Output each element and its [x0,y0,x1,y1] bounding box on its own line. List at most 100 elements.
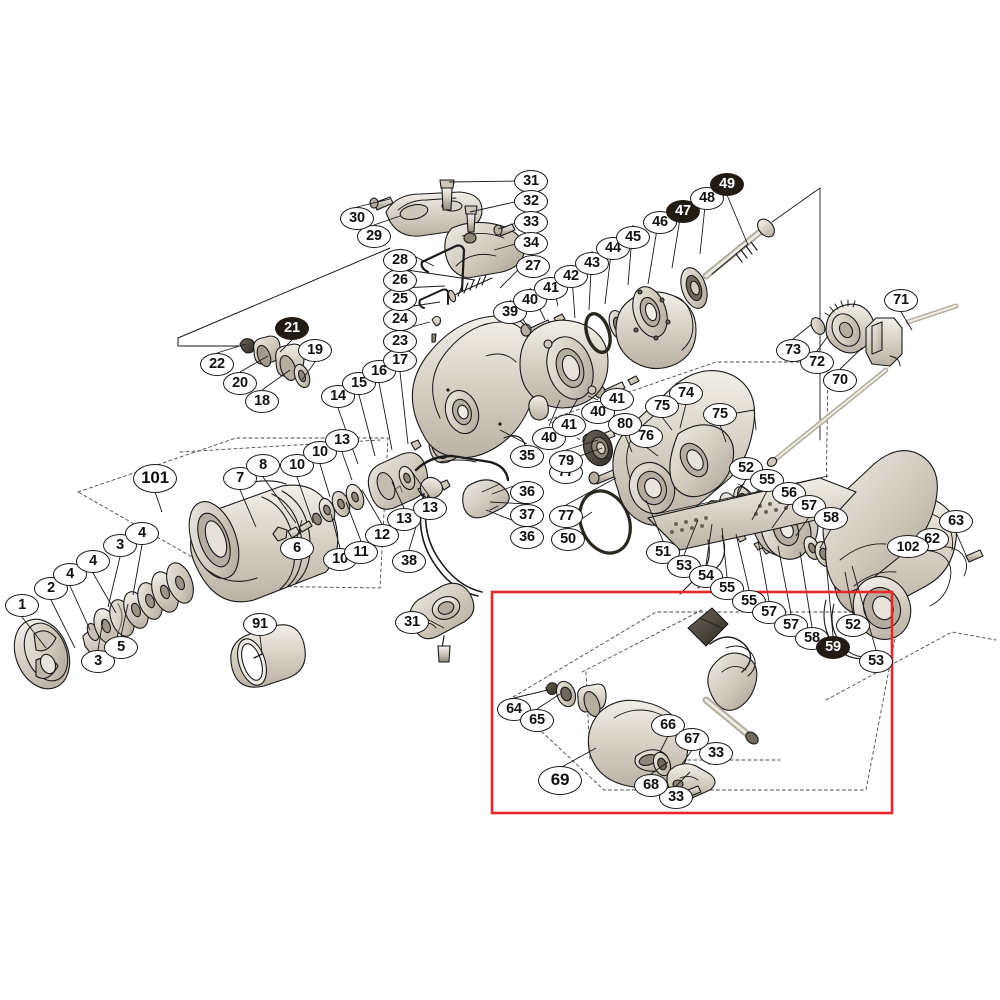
part-callout-37[interactable]: 37 [510,503,544,527]
part-callout-33[interactable]: 33 [514,210,548,234]
part-callout-24[interactable]: 24 [383,307,417,331]
handle-assembly-highlight-box [490,590,894,815]
part-callout-6[interactable]: 6 [280,536,314,560]
part-callout-26[interactable]: 26 [383,268,417,292]
part-callout-30[interactable]: 30 [340,206,374,230]
part-callout-47[interactable]: 47 [666,199,700,223]
part-callout-69[interactable]: 69 [538,765,582,795]
part-callout-33[interactable]: 33 [699,741,733,765]
part-callout-5[interactable]: 5 [104,635,138,659]
part-callout-31[interactable]: 31 [395,610,429,634]
leader-line [469,200,520,213]
part-callout-101[interactable]: 101 [133,463,177,493]
leader-line [659,735,669,753]
part-callout-10[interactable]: 10 [303,440,337,464]
leader-line [50,599,76,649]
leader-line [587,395,599,401]
part-callout-65[interactable]: 65 [520,708,554,732]
leader-line [154,491,163,513]
part-callout-12[interactable]: 12 [365,523,399,547]
leader-line [132,544,143,596]
part-callout-4[interactable]: 4 [76,549,110,573]
leader-line [120,603,129,637]
part-callout-4[interactable]: 4 [125,521,159,545]
part-callout-21[interactable]: 21 [275,316,309,340]
leader-line [839,347,863,370]
leader-line [795,516,810,537]
part-callout-40[interactable]: 40 [532,426,566,450]
leader-line [411,471,431,498]
part-callout-32[interactable]: 32 [514,189,548,213]
leader-line [565,477,617,506]
part-callout-35[interactable]: 35 [510,444,544,468]
part-callout-27[interactable]: 27 [516,254,550,278]
part-callout-74[interactable]: 74 [669,381,703,405]
part-callout-63[interactable]: 63 [939,509,973,533]
part-callout-19[interactable]: 19 [298,338,332,362]
part-callout-28[interactable]: 28 [383,248,417,272]
leader-line [261,369,291,391]
leader-line [319,463,331,498]
part-callout-13[interactable]: 13 [325,428,359,452]
leader-line [391,481,405,509]
leader-line [955,531,969,561]
leader-line [69,585,91,631]
part-callout-73[interactable]: 73 [776,338,810,362]
part-callout-91[interactable]: 91 [243,612,277,636]
part-callout-29[interactable]: 29 [357,224,391,248]
part-callout-41[interactable]: 41 [552,413,586,437]
part-callout-18[interactable]: 18 [245,389,279,413]
leader-line [683,519,699,556]
part-callout-50[interactable]: 50 [551,527,585,551]
part-callout-71[interactable]: 71 [884,288,918,312]
part-callout-66[interactable]: 66 [651,713,685,737]
part-callout-75[interactable]: 75 [645,394,679,418]
part-callout-41[interactable]: 41 [600,387,634,411]
part-callout-80[interactable]: 80 [608,412,642,436]
part-callout-38[interactable]: 38 [392,549,426,573]
part-callout-42[interactable]: 42 [554,264,588,288]
leader-line [559,747,597,769]
leader-line [661,416,673,431]
part-callout-13[interactable]: 13 [413,496,447,520]
part-callout-1[interactable]: 1 [5,593,39,617]
part-callout-59[interactable]: 59 [816,635,850,659]
part-callout-77[interactable]: 77 [549,504,583,528]
part-callout-36[interactable]: 36 [510,480,544,504]
part-callout-13[interactable]: 13 [387,507,421,531]
part-callout-36[interactable]: 36 [510,525,544,549]
part-callout-3[interactable]: 3 [81,649,115,673]
part-callout-45[interactable]: 45 [616,225,650,249]
part-callout-43[interactable]: 43 [575,251,609,275]
leader-line [675,771,691,787]
part-callout-68[interactable]: 68 [634,773,668,797]
leader-line [548,399,561,427]
part-callout-102[interactable]: 102 [887,534,929,558]
part-callout-34[interactable]: 34 [514,231,548,255]
leader-line [97,619,104,651]
leader-line [358,394,376,457]
leader-line [705,523,713,566]
part-callout-75[interactable]: 75 [703,402,737,426]
part-callout-11[interactable]: 11 [344,540,378,564]
leader-line [345,501,362,542]
part-callout-33[interactable]: 33 [659,785,693,809]
part-callout-8[interactable]: 8 [246,453,280,477]
part-callout-22[interactable]: 22 [200,352,234,376]
part-callout-25[interactable]: 25 [383,287,417,311]
part-callout-79[interactable]: 79 [549,449,583,473]
leader-line [259,635,263,655]
part-callout-52[interactable]: 52 [836,613,870,637]
part-callout-49[interactable]: 49 [710,172,744,196]
leader-line [721,527,728,578]
part-callout-70[interactable]: 70 [823,368,857,392]
part-callout-20[interactable]: 20 [223,371,257,395]
leader-line [378,382,393,451]
part-callout-58[interactable]: 58 [814,506,848,530]
part-callout-72[interactable]: 72 [800,350,834,374]
leader-line [799,551,813,628]
leader-line [341,451,353,481]
part-callout-53[interactable]: 53 [859,649,893,673]
part-callout-67[interactable]: 67 [675,727,709,751]
part-callout-23[interactable]: 23 [383,329,417,353]
